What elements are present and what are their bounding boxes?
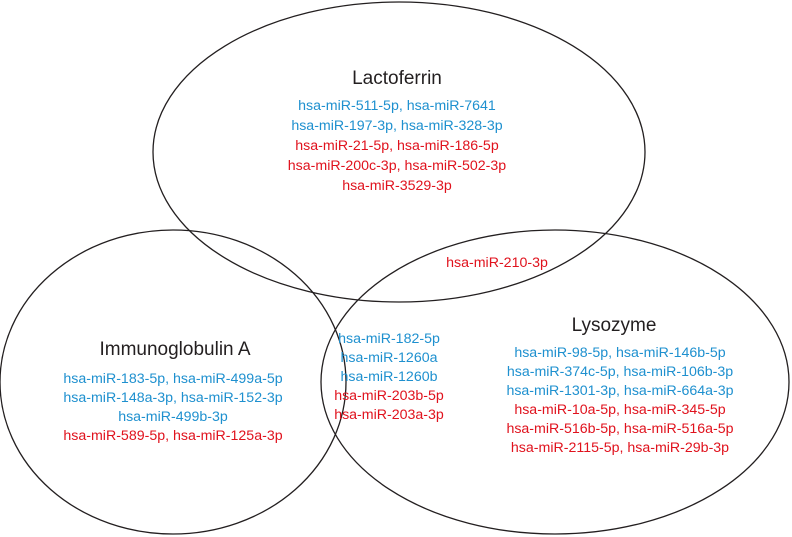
- mirna-line: hsa-miR-183-5p, hsa-miR-499a-5p: [63, 371, 282, 387]
- mirna-line: hsa-miR-203a-3p: [334, 407, 444, 423]
- mirna-line: hsa-miR-21-5p, hsa-miR-186-5p: [295, 138, 499, 154]
- mirna-line: hsa-miR-374c-5p, hsa-miR-106b-3p: [507, 364, 733, 380]
- mirna-line: hsa-miR-197-3p, hsa-miR-328-3p: [291, 118, 502, 134]
- mirna-line: hsa-miR-182-5p: [338, 331, 440, 347]
- mirna-line: hsa-miR-148a-3p, hsa-miR-152-3p: [63, 390, 282, 406]
- mirna-line: hsa-miR-1301-3p, hsa-miR-664a-3p: [506, 383, 733, 399]
- mirna-line: hsa-miR-10a-5p, hsa-miR-345-5p: [514, 402, 725, 418]
- immunoglobulin-a-label: Immunoglobulin A: [99, 339, 250, 360]
- mirna-line: hsa-miR-499b-3p: [118, 409, 228, 425]
- lysozyme-label: Lysozyme: [572, 315, 657, 336]
- lactoferrin-mirna-list: hsa-miR-511-5p, hsa-miR-7641 hsa-miR-197…: [288, 98, 507, 194]
- mirna-line: hsa-miR-589-5p, hsa-miR-125a-3p: [63, 428, 282, 444]
- lysozyme-circle: [320, 229, 790, 535]
- mirna-line: hsa-miR-98-5p, hsa-miR-146b-5p: [514, 345, 725, 361]
- lactoferrin-lysozyme-mirna-list: hsa-miR-210-3p: [446, 255, 548, 271]
- mirna-line: hsa-miR-200c-3p, hsa-miR-502-3p: [288, 158, 507, 174]
- lysozyme-mirna-list: hsa-miR-98-5p, hsa-miR-146b-5p hsa-miR-3…: [506, 345, 733, 456]
- mirna-line: hsa-miR-516b-5p, hsa-miR-516a-5p: [506, 421, 733, 437]
- immunoglobulin-a-circle: [0, 229, 347, 535]
- mirna-line: hsa-miR-210-3p: [446, 255, 548, 271]
- lactoferrin-circle: [152, 1, 646, 303]
- mirna-line: hsa-miR-511-5p, hsa-miR-7641: [298, 98, 496, 114]
- mirna-line: hsa-miR-2115-5p, hsa-miR-29b-3p: [511, 440, 729, 456]
- immunoglobulin-a-mirna-list: hsa-miR-183-5p, hsa-miR-499a-5p hsa-miR-…: [63, 371, 282, 444]
- mirna-line: hsa-miR-203b-5p: [334, 388, 444, 404]
- mirna-line: hsa-miR-1260b: [341, 369, 438, 385]
- lactoferrin-label: Lactoferrin: [352, 68, 442, 89]
- mirna-line: hsa-miR-1260a: [341, 350, 438, 366]
- immunoglobulin-a-lysozyme-mirna-list: hsa-miR-182-5p hsa-miR-1260a hsa-miR-126…: [334, 331, 444, 423]
- mirna-line: hsa-miR-3529-3p: [342, 178, 452, 194]
